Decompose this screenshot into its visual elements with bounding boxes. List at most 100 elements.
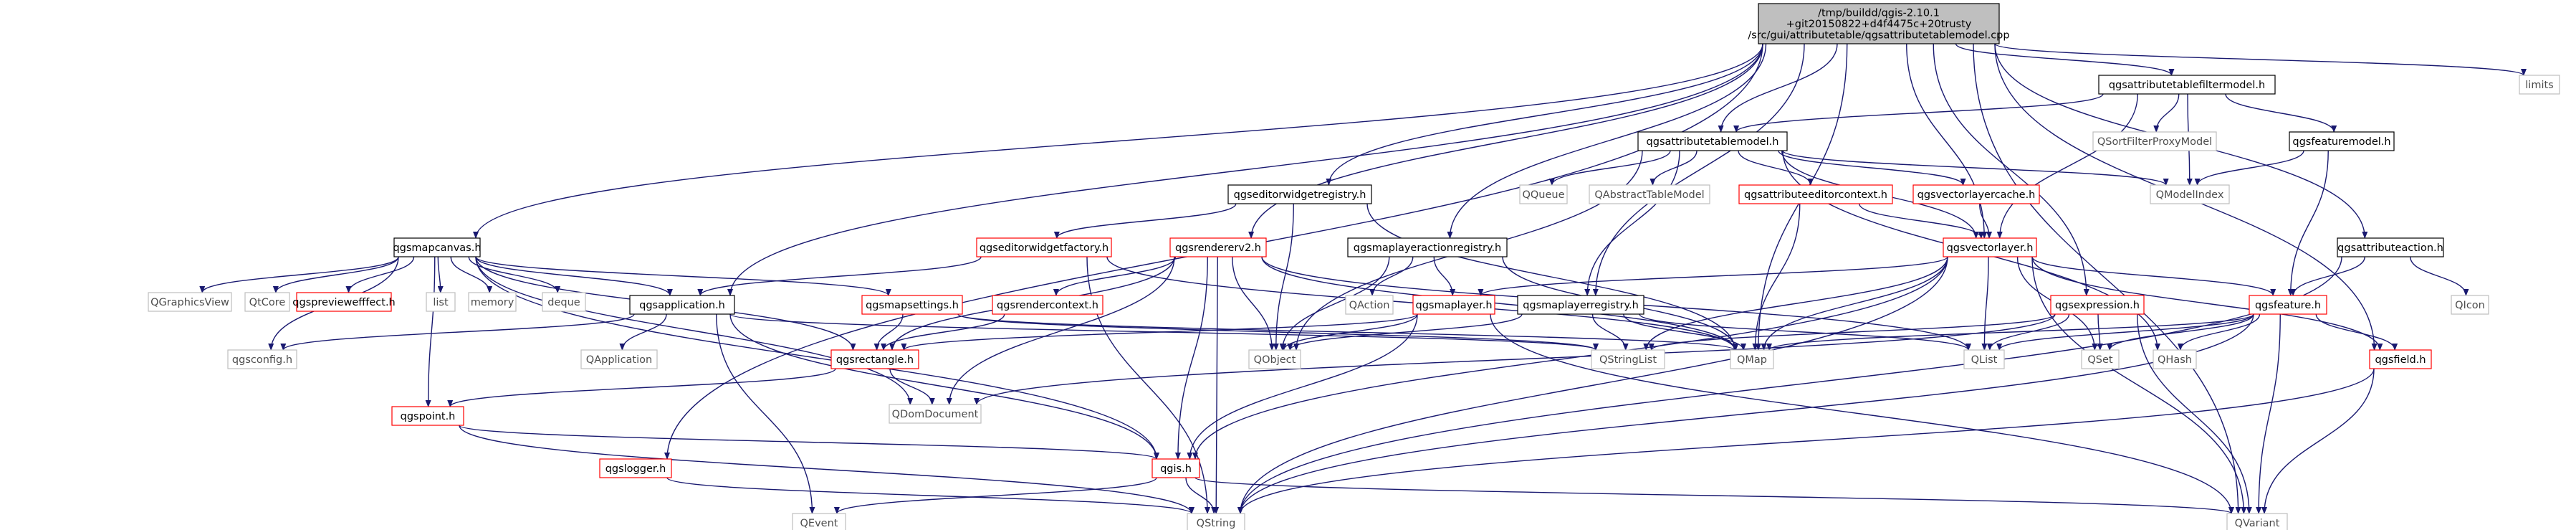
node-qmap[interactable]: QMap bbox=[1730, 349, 1774, 369]
node-featuremodel[interactable]: qgsfeaturemodel.h bbox=[2289, 131, 2395, 151]
edge-rendererv2-to-qdomdocument bbox=[946, 256, 1175, 405]
node-box bbox=[2451, 295, 2489, 315]
node-qgraphicsview[interactable]: QGraphicsView bbox=[148, 292, 232, 312]
node-list[interactable]: list bbox=[426, 292, 456, 312]
node-qvariant[interactable]: QVariant bbox=[2226, 513, 2288, 530]
node-box bbox=[1738, 184, 1893, 204]
edge-vectorlayer-to-feature bbox=[2031, 256, 2276, 296]
node-qset[interactable]: QSet bbox=[2081, 349, 2120, 369]
node-point[interactable]: qgspoint.h bbox=[391, 406, 464, 426]
node-label: qgsmaplayeractionregistry.h bbox=[1354, 242, 1502, 254]
node-memory[interactable]: memory bbox=[468, 292, 517, 312]
edge-vectorlayer-to-qmap bbox=[1761, 256, 1948, 351]
edge-root-to-mapcanvas bbox=[473, 43, 1763, 239]
node-editorfactory[interactable]: qgseditorwidgetfactory.h bbox=[976, 237, 1112, 257]
node-qtcore[interactable]: QtCore bbox=[244, 292, 290, 312]
node-label: qgsvectorlayercache.h bbox=[1917, 189, 2036, 201]
node-vlcache[interactable]: qgsvectorlayercache.h bbox=[1912, 184, 2040, 204]
node-mapcanvas[interactable]: qgsmapcanvas.h bbox=[393, 237, 482, 257]
node-box bbox=[391, 406, 464, 426]
node-rendererv2[interactable]: qgsrendererv2.h bbox=[1169, 237, 1267, 257]
node-sortproxy[interactable]: QSortFilterProxyModel bbox=[2092, 131, 2217, 151]
node-mapsettings[interactable]: qgsmapsettings.h bbox=[861, 295, 963, 315]
edge-layerregistry-to-qmap bbox=[1623, 313, 1746, 351]
node-qapplication[interactable]: QApplication bbox=[580, 349, 658, 369]
edge-root-to-vectorlayer bbox=[1906, 43, 1988, 239]
node-qgsapplication[interactable]: qgsapplication.h bbox=[629, 295, 735, 315]
node-qdomdocument[interactable]: QDomDocument bbox=[889, 404, 982, 424]
node-label: QObject bbox=[1254, 354, 1296, 366]
node-maplayer[interactable]: qgsmaplayer.h bbox=[1412, 295, 1495, 315]
node-editorregistry[interactable]: qgseditorwidgetregistry.h bbox=[1227, 184, 1372, 204]
node-limits[interactable]: limits bbox=[2519, 75, 2560, 95]
edge-feature-to-field bbox=[2315, 313, 2398, 351]
node-field[interactable]: qgsfield.h bbox=[2369, 349, 2432, 369]
node-qicon[interactable]: QIcon bbox=[2451, 295, 2489, 315]
node-qgis[interactable]: qgis.h bbox=[1151, 458, 1200, 478]
edge-editorregistry-to-qobject bbox=[1273, 203, 1294, 351]
node-tablemodel[interactable]: qgsattributetablemodel.h bbox=[1637, 131, 1788, 151]
node-vectorlayer[interactable]: qgsvectorlayer.h bbox=[1943, 237, 2037, 257]
node-label: qgsfield.h bbox=[2375, 354, 2426, 366]
node-box bbox=[861, 295, 963, 315]
node-box bbox=[1589, 184, 1710, 204]
node-qmodelindex[interactable]: QModelIndex bbox=[2150, 184, 2230, 204]
node-logger[interactable]: qgslogger.h bbox=[599, 458, 672, 478]
node-qstring[interactable]: QString bbox=[1187, 513, 1245, 530]
edge-rendererv2-to-qmap bbox=[1261, 256, 1738, 351]
node-qgsconfig[interactable]: qgsconfig.h bbox=[227, 349, 297, 369]
node-deque[interactable]: deque bbox=[542, 292, 586, 312]
node-box bbox=[542, 292, 586, 312]
edge-feature-to-qvariant bbox=[2256, 313, 2281, 514]
edge-mapcanvas-to-previeweffect bbox=[345, 256, 415, 293]
node-qevent[interactable]: QEvent bbox=[792, 513, 846, 530]
edge-attreditorctx-to-qmap bbox=[1752, 203, 1801, 351]
edge-tablemodel-to-qabstracttable bbox=[1649, 150, 1698, 186]
node-expression[interactable]: qgsexpression.h bbox=[2050, 295, 2145, 315]
node-box bbox=[2150, 184, 2230, 204]
node-box bbox=[1637, 131, 1788, 151]
node-label: deque bbox=[547, 297, 580, 308]
node-actionregistry[interactable]: qgsmaplayeractionregistry.h bbox=[1347, 237, 1508, 257]
node-layerregistry[interactable]: qgsmaplayerregistry.h bbox=[1517, 295, 1644, 315]
edge-filtermodel-to-tablemodel bbox=[1733, 93, 2104, 133]
edge-mapcanvas-to-qgraphicsview bbox=[199, 256, 399, 293]
node-label: qgsmaplayerregistry.h bbox=[1523, 300, 1639, 311]
node-attreditorctx[interactable]: qgsattributeeditorcontext.h bbox=[1738, 184, 1893, 204]
node-qaction[interactable]: QAction bbox=[1345, 295, 1394, 315]
node-qhash[interactable]: QHash bbox=[2153, 349, 2197, 369]
edge-vlcache-to-vectorlayer bbox=[1979, 203, 1993, 239]
node-label: /src/gui/attributetable/qgsattributetabl… bbox=[1748, 30, 2009, 42]
node-label: qgsrendererv2.h bbox=[1175, 242, 1261, 254]
node-qlist[interactable]: QList bbox=[1963, 349, 2005, 369]
node-label: QApplication bbox=[586, 354, 652, 366]
node-previeweffect[interactable]: qgspreviewefffect.h bbox=[292, 292, 396, 312]
node-root[interactable]: /tmp/buildd/qgis-2.10.1+git20150822+d4f4… bbox=[1748, 3, 2010, 44]
node-qobject[interactable]: QObject bbox=[1248, 349, 1301, 369]
edge-feature-to-qstring bbox=[1237, 313, 2254, 514]
edge-mapcanvas-to-list bbox=[437, 256, 444, 293]
node-box bbox=[2249, 295, 2327, 315]
node-filtermodel[interactable]: qgsattributetablefiltermodel.h bbox=[2098, 75, 2276, 95]
edge-mapcanvas-to-memory bbox=[450, 256, 493, 293]
node-label: qgsrendercontext.h bbox=[997, 300, 1098, 311]
node-renderctx[interactable]: qgsrendercontext.h bbox=[992, 295, 1103, 315]
node-label: qgsfeaturemodel.h bbox=[2292, 136, 2390, 148]
edge-maplayer-to-rectangle bbox=[901, 313, 1418, 351]
edge-mapcanvas-to-deque bbox=[468, 256, 561, 293]
edge-rectangle-to-point bbox=[447, 368, 836, 407]
node-label: QEvent bbox=[800, 518, 838, 529]
edge-filtermodel-to-vectorlayer bbox=[1996, 93, 2138, 239]
node-rectangle[interactable]: qgsrectangle.h bbox=[830, 349, 919, 369]
edge-root-to-editorregistry bbox=[1326, 43, 1763, 186]
node-qqueue[interactable]: QQueue bbox=[1519, 184, 1568, 204]
node-qabstracttable[interactable]: QAbstractTableModel bbox=[1589, 184, 1710, 204]
edge-mapcanvas-to-qdomdocument bbox=[475, 256, 914, 405]
node-feature[interactable]: qgsfeature.h bbox=[2249, 295, 2327, 315]
node-attraction[interactable]: qgsattributeaction.h bbox=[2337, 237, 2444, 257]
edge-expression-to-qstringlist bbox=[1648, 313, 2056, 351]
node-qstringlist[interactable]: QStringList bbox=[1591, 349, 1665, 369]
node-box bbox=[992, 295, 1103, 315]
edge-rendererv2-to-qgis bbox=[1174, 256, 1208, 460]
